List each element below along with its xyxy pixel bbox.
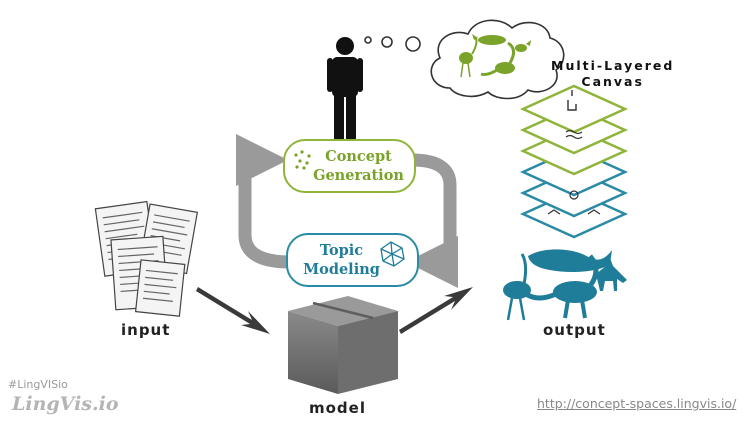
brand-hashtag: #LingVISio bbox=[8, 378, 68, 391]
model-label: model bbox=[309, 399, 366, 417]
brand-logo: LingVis.io bbox=[12, 393, 119, 415]
ostrich-icon bbox=[503, 281, 531, 299]
project-url-link[interactable]: http://concept-spaces.lingvis.io/ bbox=[537, 396, 737, 411]
output-label: output bbox=[543, 321, 606, 339]
model-box-icon bbox=[288, 296, 398, 394]
arrow-topic-to-concept bbox=[235, 134, 291, 269]
network-icon bbox=[380, 241, 405, 267]
topic-label-line2: Modeling bbox=[303, 261, 380, 278]
arrow-model-to-output bbox=[399, 287, 473, 334]
person-icon bbox=[327, 37, 363, 140]
thought-bubble bbox=[364, 19, 565, 100]
canvas-title: Multi-Layered Canvas bbox=[551, 58, 674, 90]
concept-label-line1: Concept bbox=[325, 148, 392, 165]
canvas-title-line1: Multi-Layered bbox=[551, 58, 675, 73]
whale-icon bbox=[528, 249, 612, 272]
topic-label-line1: Topic bbox=[319, 242, 364, 259]
layer-stack-icon bbox=[519, 84, 629, 239]
output-animals-icon bbox=[503, 249, 627, 321]
dinosaur-icon bbox=[553, 281, 597, 303]
cycle-arrows bbox=[235, 134, 459, 288]
sparkle-dots-icon bbox=[294, 150, 311, 170]
concept-label-line2: Generation bbox=[313, 167, 404, 184]
arrow-concept-to-topic bbox=[406, 153, 459, 288]
fox-icon bbox=[596, 258, 627, 291]
documents-icon bbox=[94, 200, 199, 317]
input-label: input bbox=[121, 321, 171, 339]
canvas-title-line2: Canvas bbox=[581, 74, 644, 89]
concept-generation-node: Concept Generation bbox=[283, 139, 416, 193]
bubble-animals-icon bbox=[459, 34, 531, 78]
arrow-input-to-model bbox=[196, 287, 270, 334]
flow-arrows bbox=[196, 287, 473, 334]
topic-modeling-node: Topic Modeling bbox=[286, 233, 419, 287]
